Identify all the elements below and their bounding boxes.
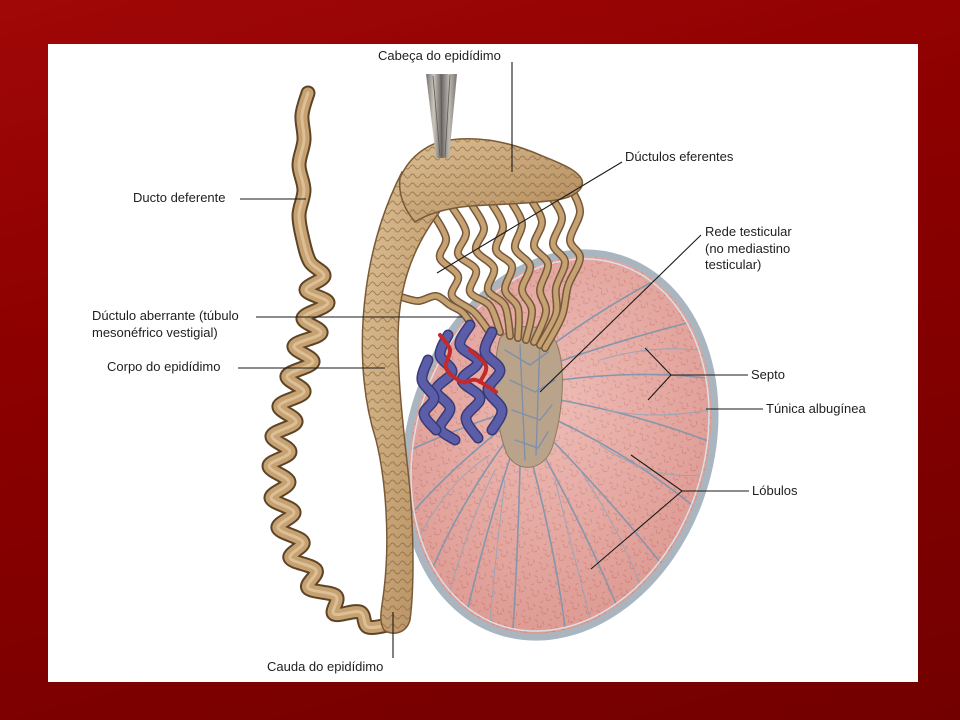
- septum-branch: [604, 409, 710, 416]
- vein: [417, 356, 440, 434]
- septum: [411, 414, 499, 450]
- efferent-ductule: [429, 209, 491, 333]
- septum-branch: [599, 444, 701, 477]
- leader-ductulos-eferentes: [436, 161, 623, 274]
- aberrant-ductule: [395, 293, 473, 325]
- label-rede-testicular-line: Rede testicular: [705, 224, 792, 239]
- septum: [541, 451, 617, 605]
- efferent-ductule: [542, 187, 583, 351]
- label-ducto-deferente: Ducto deferente: [133, 190, 226, 205]
- label-lobulos: Lóbulos: [752, 483, 798, 498]
- label-tunica-albuginea: Túnica albugínea: [766, 401, 866, 416]
- mediastinum-testis: [494, 325, 563, 468]
- septa: [411, 281, 710, 630]
- label-rede-testicular-line: testicular): [705, 257, 762, 272]
- septum-branch: [449, 469, 496, 591]
- septum: [559, 399, 709, 442]
- leader-rede-testicular: [539, 234, 702, 393]
- septum: [512, 464, 521, 630]
- artery: [468, 348, 489, 384]
- efferent-ductule: [537, 195, 568, 348]
- label-ductulo-aberrante: Dúctulo aberrante (túbulo mesonéfrico ve…: [92, 308, 239, 341]
- septum: [549, 437, 661, 563]
- septum-branch: [419, 454, 491, 536]
- artery: [438, 333, 498, 394]
- tunica-albuginea-inner-edge: [410, 258, 710, 632]
- septum: [531, 461, 566, 628]
- leader-lines: [238, 62, 763, 658]
- septum: [432, 444, 504, 568]
- septum: [557, 322, 688, 363]
- leader-lobulos: [590, 454, 749, 570]
- label-rede-testicular: Rede testicular (no mediastino testicula…: [705, 224, 792, 274]
- spermatic-cord-strands: [432, 74, 451, 158]
- rete-testis: [494, 325, 563, 468]
- vein: [480, 328, 506, 434]
- spermatic-cord: [426, 74, 457, 158]
- septum-branch: [489, 479, 506, 623]
- epididymis-head-texture: [399, 138, 583, 222]
- label-cauda-do-epididimo: Cauda do epidídimo: [267, 659, 384, 674]
- leader-septo: [644, 347, 748, 401]
- epididymis-body-texture: [362, 172, 445, 634]
- efferent-ductules: [394, 186, 584, 352]
- septum: [551, 281, 653, 346]
- septum-branch: [554, 479, 591, 619]
- label-rede-testicular-line: (no mediastino: [705, 240, 791, 256]
- label-ductulo-aberrante-line: mesonéfrico vestigial): [92, 324, 218, 340]
- ductus-deferens: [261, 85, 400, 635]
- label-ductulo-aberrante-line: Dúctulo aberrante (túbulo: [92, 308, 239, 323]
- efferent-ductule: [529, 198, 551, 345]
- septum: [467, 457, 511, 609]
- label-corpo-do-epididimo: Corpo do epidídimo: [107, 359, 221, 374]
- epididymis: [361, 138, 584, 634]
- efferent-ductule: [449, 204, 503, 335]
- label-ductulos-eferentes: Dúctulos eferentes: [625, 149, 734, 164]
- rete-network: [504, 339, 556, 461]
- septum-branch: [599, 348, 698, 361]
- ductus-deferens-highlight: [267, 91, 394, 629]
- label-septo: Septo: [751, 367, 785, 382]
- septum-branch: [579, 469, 641, 586]
- blood-vessels: [416, 319, 508, 446]
- label-cabeca-do-epididimo: Cabeça do epidídimo: [378, 48, 501, 63]
- efferent-ductule: [489, 201, 522, 341]
- efferent-ductule: [509, 200, 535, 343]
- efferent-ductule: [469, 202, 513, 339]
- septum: [412, 429, 501, 513]
- septum: [559, 373, 707, 381]
- septum: [555, 419, 693, 506]
